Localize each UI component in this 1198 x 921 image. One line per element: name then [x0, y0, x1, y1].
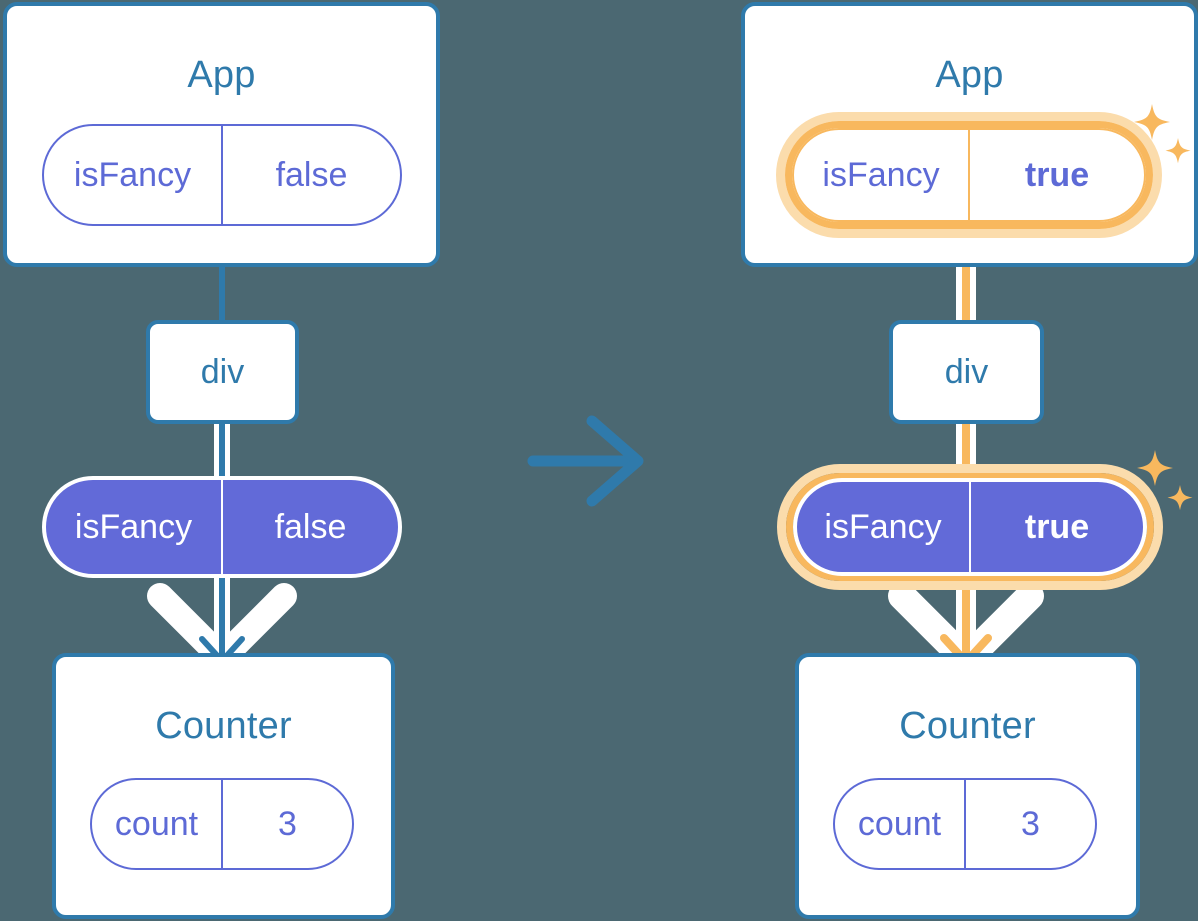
sparkle-group-app — [1134, 104, 1191, 164]
component-title-counter-after: Counter — [899, 705, 1036, 747]
prop-pill-value: false — [221, 480, 398, 574]
prop-pill-name: isFancy — [74, 507, 193, 546]
state-pill-isfancy-app-before[interactable]: isFancy false — [42, 124, 402, 226]
prop-pill-name: isFancy — [824, 507, 942, 546]
state-pill-name: count — [857, 804, 942, 843]
state-pill-value: true — [968, 130, 1144, 220]
component-title-counter-before: Counter — [155, 705, 292, 747]
sparkle-icon — [1167, 485, 1193, 511]
state-pill-value: 3 — [964, 780, 1095, 868]
sparkle-group-prop — [1137, 450, 1193, 511]
component-title-app-before: App — [187, 54, 256, 96]
state-pill-value: 3 — [221, 780, 352, 868]
state-pill-name: count — [114, 804, 199, 843]
prop-pill-value: true — [969, 482, 1143, 572]
sparkle-icon — [1134, 104, 1170, 140]
state-pill-count-before[interactable]: count 3 — [90, 778, 354, 870]
component-title-app-after: App — [935, 54, 1004, 96]
dom-box-label: div — [944, 352, 989, 391]
prop-pill-isfancy-after[interactable]: isFancy true — [793, 478, 1147, 576]
state-pill-count-after[interactable]: count 3 — [833, 778, 1097, 870]
sparkle-icon — [1137, 450, 1173, 486]
state-pill-name: isFancy — [822, 155, 940, 194]
arrow-right-icon — [527, 415, 644, 507]
state-pill-value: false — [221, 126, 400, 224]
sparkle-icon — [1165, 138, 1191, 164]
state-pill-name: isFancy — [73, 155, 192, 194]
prop-pill-isfancy-before[interactable]: isFancy false — [42, 476, 402, 578]
dom-box-div-after[interactable]: div — [889, 320, 1044, 424]
dom-box-div-before[interactable]: div — [146, 320, 299, 424]
dom-box-label: div — [200, 352, 245, 391]
state-pill-isfancy-app-after[interactable]: isFancy true — [792, 128, 1146, 222]
